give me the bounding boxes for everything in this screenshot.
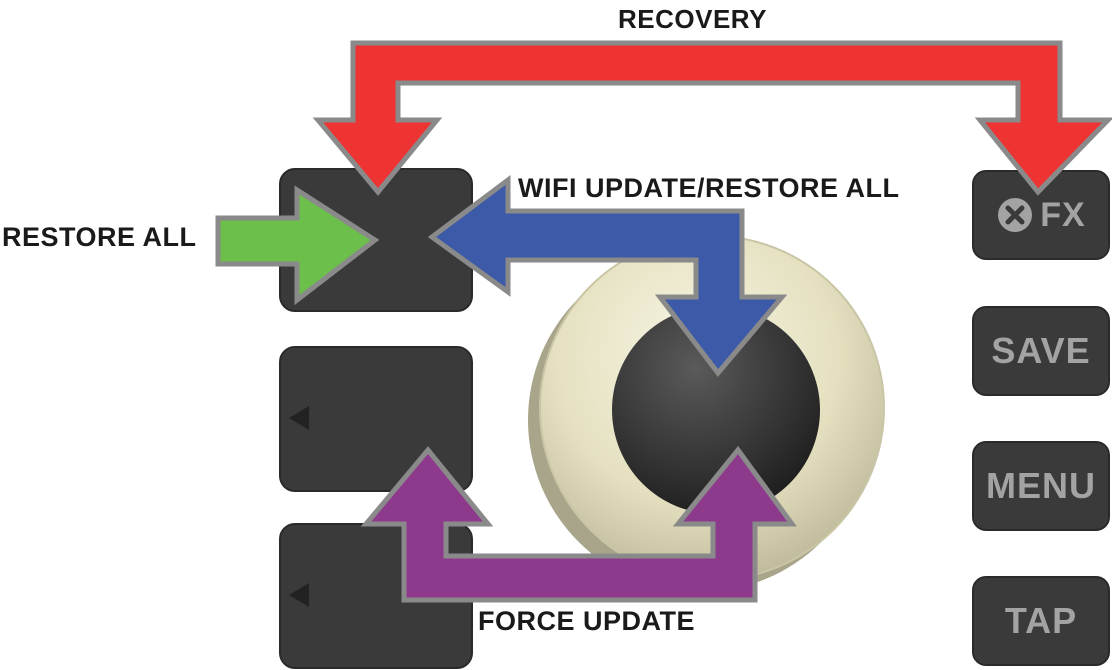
force-update-arrow	[360, 445, 797, 603]
close-circle-icon	[998, 198, 1033, 232]
wifi-update-label: WIFI UPDATE/RESTORE ALL	[518, 173, 900, 203]
triangle-left-icon	[289, 583, 309, 607]
recovery-label: RECOVERY	[618, 4, 767, 34]
menu-label: MENU	[986, 465, 1096, 506]
menu-button[interactable]: MENU	[972, 441, 1110, 531]
save-button[interactable]: SAVE	[972, 306, 1110, 396]
tap-button[interactable]: TAP	[972, 576, 1110, 666]
restore-all-label: RESTORE ALL	[2, 222, 197, 252]
fx-label: FX	[1040, 195, 1086, 234]
triangle-left-icon	[289, 406, 309, 430]
recovery-arrow	[312, 40, 1112, 196]
tap-label: TAP	[1004, 600, 1078, 641]
wifi-update-arrow	[427, 175, 788, 377]
force-update-label: FORCE UPDATE	[478, 606, 696, 636]
knob-center	[612, 306, 820, 514]
fx-button[interactable]: FX	[972, 170, 1110, 260]
save-label: SAVE	[991, 330, 1091, 371]
restore-all-arrow	[215, 185, 380, 306]
